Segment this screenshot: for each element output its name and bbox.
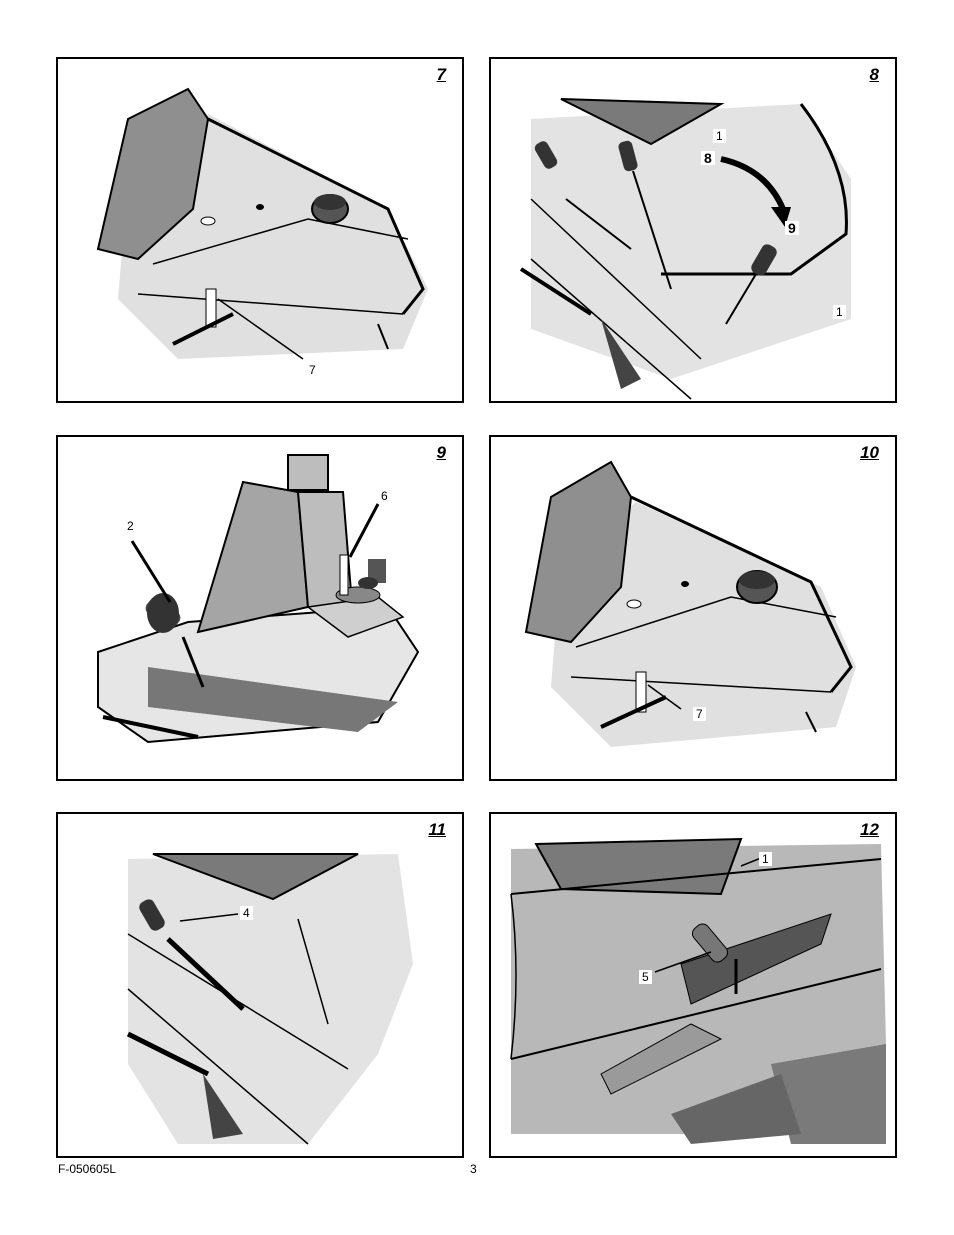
- callout-label: 6: [378, 489, 391, 503]
- figure-10-illustration: [491, 437, 895, 779]
- callout-label: 1: [833, 305, 846, 319]
- figure-12-illustration: [491, 814, 895, 1156]
- figure-7-illustration: [58, 59, 462, 401]
- callout-label: 1: [713, 129, 726, 143]
- figure-number: 7: [437, 65, 446, 85]
- figure-number: 12: [860, 820, 879, 840]
- figure-8-panel: 8 1 8 9 1: [489, 57, 897, 403]
- document-code: F-050605L: [58, 1162, 116, 1176]
- callout-label: 4: [240, 906, 253, 920]
- figure-10-panel: 10 7: [489, 435, 897, 781]
- page-number: 3: [470, 1162, 477, 1176]
- figure-number: 10: [860, 443, 879, 463]
- callout-label: 7: [306, 363, 319, 377]
- figure-11-panel: 11 4: [56, 812, 464, 1158]
- callout-label: 8: [701, 151, 715, 165]
- figure-number: 9: [437, 443, 446, 463]
- figure-8-illustration: [491, 59, 895, 401]
- callout-label: 1: [759, 852, 772, 866]
- figure-11-illustration: [58, 814, 462, 1156]
- figure-9-panel: 9 2 6: [56, 435, 464, 781]
- figure-12-panel: 12 1 5: [489, 812, 897, 1158]
- figure-9-illustration: [58, 437, 462, 779]
- figure-number: 11: [428, 820, 446, 840]
- callout-label: 5: [639, 970, 652, 984]
- figure-number: 8: [870, 65, 879, 85]
- callout-label: 9: [785, 221, 799, 235]
- callout-label: 2: [124, 519, 137, 533]
- figure-7-panel: 7 7: [56, 57, 464, 403]
- callout-label: 7: [693, 707, 706, 721]
